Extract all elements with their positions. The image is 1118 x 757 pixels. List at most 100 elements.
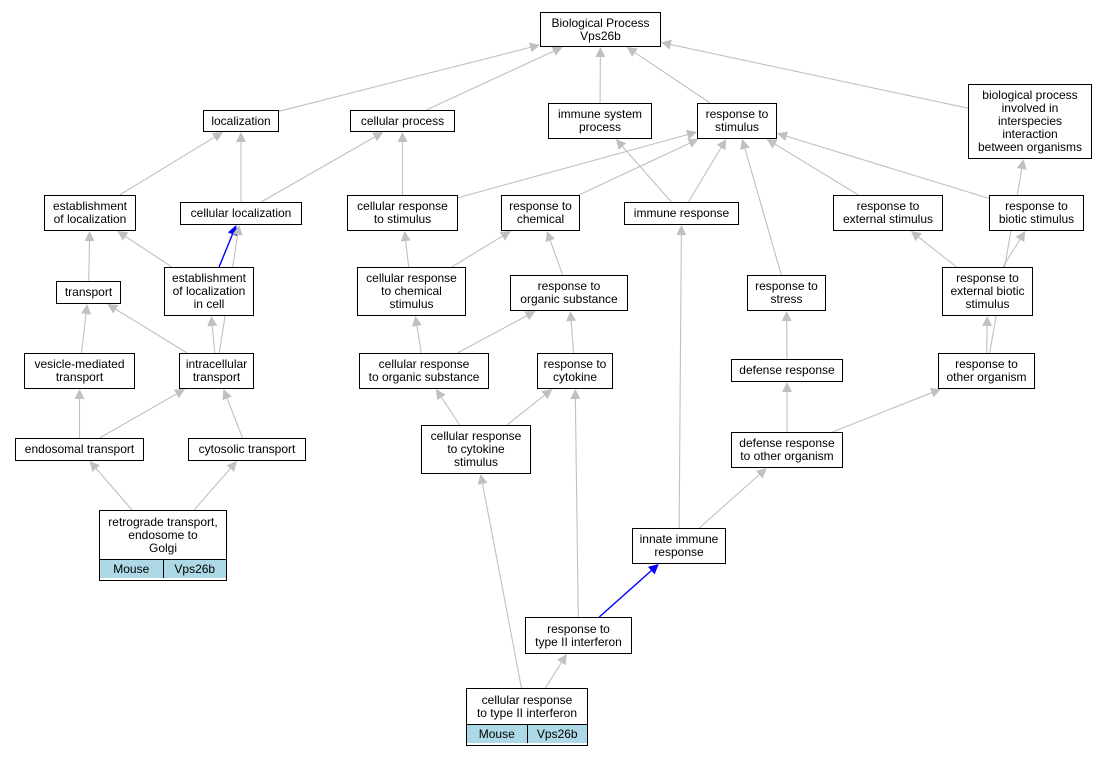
edge-transport-to-estloc — [88, 240, 91, 282]
node-cellular-response-to-chemical-stimulus[interactable]: cellular response to chemical stimulus — [357, 267, 466, 316]
edge-respext-to-respstim — [774, 143, 859, 196]
annotated-term-label: cellular response to type II interferon — [476, 692, 578, 720]
arrowhead-cellifn-to-cellrespcyto — [477, 474, 488, 485]
arrowhead-respextbio-to-respext — [910, 231, 922, 242]
edge-retro-to-endosomal — [95, 468, 133, 511]
annotated-node-retrograde-transport[interactable]: retrograde transport, endosome to Golgi … — [99, 510, 227, 581]
edge-resporg-to-respchem — [549, 240, 564, 276]
arrowhead-vesicle-to-transport — [81, 304, 92, 315]
edge-vesicle-to-transport — [81, 313, 87, 354]
arrowhead-respext-to-respstim — [766, 139, 778, 149]
edge-respstim-to-root — [634, 52, 711, 104]
arrowhead-cellrespstim-to-cellproc — [397, 132, 408, 142]
node-intracellular-transport[interactable]: intracellular transport — [179, 353, 254, 389]
edge-defother-to-respother — [832, 392, 932, 433]
edge-cellrespchem-to-cellrespstim — [405, 240, 410, 268]
edge-intracell-to-transport — [115, 308, 188, 354]
arrowhead-cellrespchem-to-respchem — [499, 231, 511, 241]
node-response-to-external-biotic-stimulus[interactable]: response to external biotic stimulus — [942, 267, 1033, 316]
edge-respchem-to-respstim — [578, 142, 690, 196]
node-response-to-stress[interactable]: response to stress — [747, 275, 826, 311]
node-response-to-biotic-stimulus[interactable]: response to biotic stimulus — [989, 195, 1084, 231]
node-response-to-organic-substance[interactable]: response to organic substance — [510, 275, 628, 311]
annotated-term-label: retrograde transport, endosome to Golgi — [108, 514, 218, 555]
arrowhead-respextbio-to-respbiotic — [1015, 231, 1026, 243]
node-response-to-stimulus[interactable]: response to stimulus — [697, 103, 777, 139]
node-localization[interactable]: localization — [203, 110, 279, 132]
edge-cellrespstim-to-respstim — [457, 134, 688, 199]
gene-cell: Vps26b — [162, 560, 226, 578]
edge-cellproc-to-root — [426, 50, 554, 111]
arrowhead-defother-to-defresp — [782, 382, 792, 392]
arrowhead-respchem-to-respstim — [687, 138, 699, 148]
edge-loc-to-root — [278, 46, 531, 112]
arrowhead-respcyto-to-resporg — [566, 311, 577, 322]
arrowhead-respother-to-interspec — [1016, 159, 1027, 170]
node-cytosolic-transport[interactable]: cytosolic transport — [188, 438, 306, 461]
edge-retro-to-cytosolic — [193, 468, 231, 511]
edge-intracell-to-estloccell — [211, 325, 216, 354]
arrowhead-cellifn-to-respifn — [557, 654, 567, 666]
arrowhead-respbiotic-to-respstim — [777, 131, 789, 142]
edge-innate-to-defother — [698, 474, 760, 529]
arrowhead-cellrespstim-to-respstim — [686, 129, 697, 140]
arrowhead-intracell-to-estloccell — [207, 316, 218, 327]
node-cellular-response-to-cytokine-stimulus[interactable]: cellular response to cytokine stimulus — [421, 425, 531, 474]
edge-cellrespcyto-to-cellresporg — [440, 397, 461, 426]
node-immune-response[interactable]: immune response — [624, 202, 739, 225]
arrowhead-respifn-to-respcyto — [570, 389, 581, 400]
edge-cellrespcyto-to-respcyto — [506, 394, 545, 426]
edge-respbiotic-to-respstim — [786, 135, 990, 199]
node-response-to-cytokine[interactable]: response to cytokine — [537, 353, 613, 389]
node-cellular-response-to-organic-substance[interactable]: cellular response to organic substance — [359, 353, 489, 389]
edge-innate-to-immresp — [678, 234, 682, 529]
node-transport[interactable]: transport — [56, 281, 121, 304]
node-interspecies-interaction[interactable]: biological process involved in interspec… — [968, 84, 1092, 159]
organism-cell: Mouse — [467, 725, 527, 743]
arrowhead-defresp-to-respstress — [781, 311, 792, 322]
arrowhead-intracell-to-transport — [107, 304, 119, 314]
node-cellular-response-to-stimulus[interactable]: cellular response to stimulus — [347, 195, 458, 231]
arrowhead-interspec-to-root — [661, 39, 672, 50]
node-establishment-of-localization[interactable]: establishment of localization — [44, 195, 136, 231]
node-biological-process[interactable]: Biological Process Vps26b — [540, 12, 661, 47]
arrowhead-respifn-to-innate — [647, 564, 659, 575]
arrowhead-defother-to-respother — [929, 388, 942, 398]
node-immune-system-process[interactable]: immune system process — [548, 103, 652, 139]
arrowhead-cellloc-to-loc — [236, 132, 246, 142]
node-response-to-other-organism[interactable]: response to other organism — [938, 353, 1035, 389]
arrowhead-respother-to-respextbio — [982, 316, 993, 327]
gene-cell: Vps26b — [526, 725, 587, 743]
arrowhead-cellrespchem-to-cellrespstim — [400, 231, 411, 242]
node-defense-response-to-other-organism[interactable]: defense response to other organism — [731, 432, 843, 468]
edge-cytosolic-to-intracell — [226, 398, 244, 439]
node-cellular-localization[interactable]: cellular localization — [180, 202, 302, 225]
arrowhead-transport-to-estloc — [84, 231, 95, 242]
arrowhead-endosomal-to-vesicle — [74, 389, 85, 399]
edge-respifn-to-respcyto — [574, 398, 579, 618]
arrowhead-immsys-to-root — [595, 47, 606, 58]
node-vesicle-mediated-transport[interactable]: vesicle-mediated transport — [24, 353, 135, 389]
arrowhead-cellproc-to-root — [551, 46, 563, 56]
node-endosomal-transport[interactable]: endosomal transport — [15, 438, 144, 461]
annotated-node-cellular-response-to-type-ii-interferon[interactable]: cellular response to type II interferon … — [466, 688, 588, 746]
node-response-to-chemical[interactable]: response to chemical — [501, 195, 580, 231]
arrowhead-respstress-to-respstim — [740, 139, 750, 150]
edge-cellresporg-to-resporg — [457, 315, 527, 354]
arrowhead-immresp-to-respstim — [716, 139, 727, 151]
node-innate-immune-response[interactable]: innate immune response — [632, 528, 726, 564]
node-response-to-type-ii-interferon[interactable]: response to type II interferon — [525, 617, 632, 654]
node-response-to-external-stimulus[interactable]: response to external stimulus — [833, 195, 943, 231]
edge-estloc-to-loc — [119, 136, 215, 196]
arrowhead-innate-to-defother — [755, 468, 767, 479]
edge-cellrespchem-to-respchem — [451, 235, 503, 268]
arrowhead-cellrespcyto-to-respcyto — [541, 389, 553, 400]
node-establishment-of-localization-in-cell[interactable]: establishment of localization in cell — [164, 267, 254, 316]
organism-cell: Mouse — [100, 560, 163, 578]
arrowhead-cellresporg-to-cellrespchem — [411, 316, 422, 327]
edge-cellloc-to-cellproc — [260, 136, 375, 203]
node-defense-response[interactable]: defense response — [731, 359, 843, 382]
arrowhead-cytosolic-to-intracell — [222, 389, 232, 401]
node-cellular-process[interactable]: cellular process — [350, 110, 455, 132]
